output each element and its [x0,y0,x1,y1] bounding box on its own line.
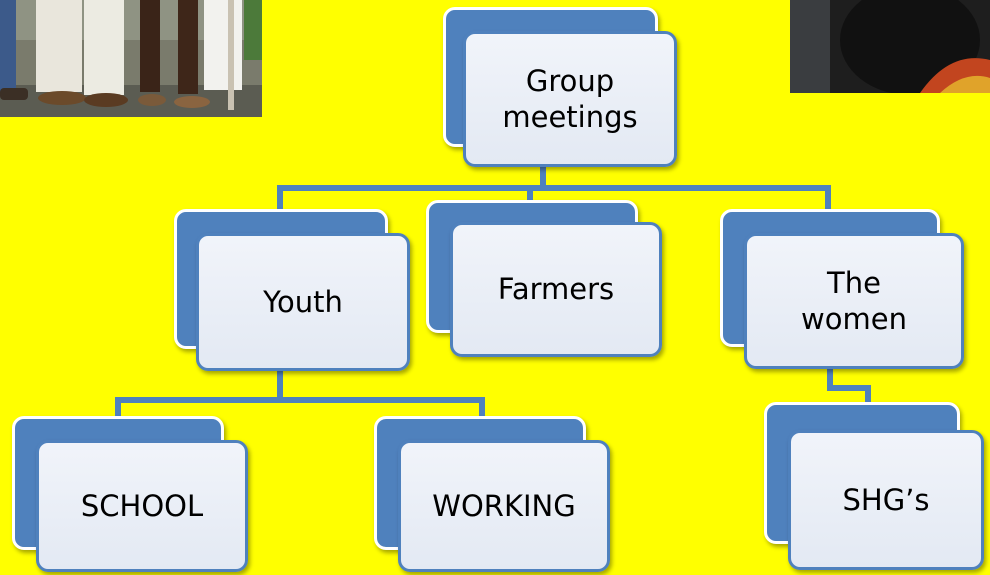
photo-woman [790,0,990,93]
node-front-card: Youth [196,233,410,371]
node-label: SHG’s [842,482,930,517]
node-working[interactable]: WORKING [374,416,610,572]
node-front-card: Farmers [450,222,662,357]
node-shgs[interactable]: SHG’s [764,402,984,570]
node-label: The women [801,265,907,336]
photo-people-feet [0,0,262,117]
node-front-card: SCHOOL [36,440,248,572]
node-label: Group meetings [502,63,638,134]
node-label: SCHOOL [80,488,204,523]
node-label: WORKING [432,488,576,523]
node-front-card: WORKING [398,440,610,572]
node-front-card: The women [744,233,964,369]
node-the-women[interactable]: The women [720,209,964,369]
people-feet-image [0,0,262,117]
woman-image [790,0,990,93]
node-front-card: Group meetings [463,31,677,167]
node-front-card: SHG’s [788,430,984,570]
node-farmers[interactable]: Farmers [426,200,662,357]
node-label: Youth [263,284,343,319]
node-label: Farmers [497,272,615,307]
node-group-meetings[interactable]: Group meetings [443,7,677,167]
node-school[interactable]: SCHOOL [12,416,248,572]
node-youth[interactable]: Youth [174,209,410,371]
